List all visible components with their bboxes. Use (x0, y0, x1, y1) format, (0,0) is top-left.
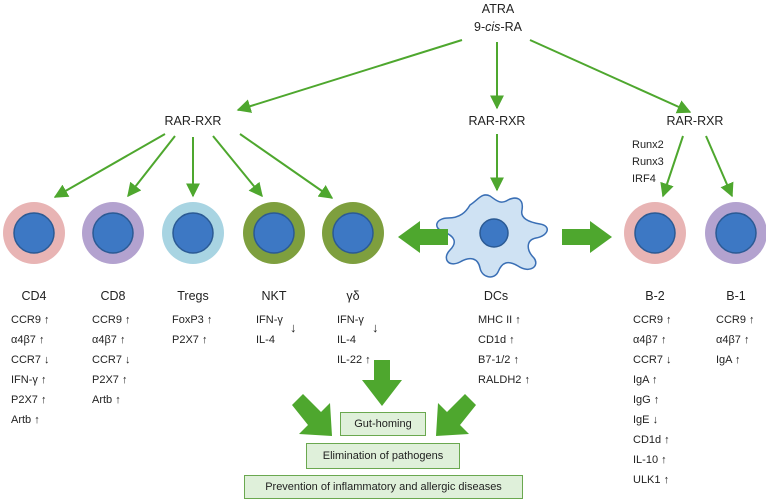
marker-item: Artb ↑ (92, 394, 121, 406)
marker-item: CCR7 ↓ (92, 354, 131, 366)
marker-item: IgA ↑ (633, 374, 658, 386)
markers-cd8: CCR9 ↑ α4β7 ↑ CCR7 ↓ P2X7 ↑ Artb ↑ (92, 310, 131, 410)
marker-item: IL-4 (256, 334, 275, 346)
block-arrow-left-diagonal (292, 394, 332, 436)
cell-gd (322, 202, 384, 264)
markers-cd4: CCR9 ↑ α4β7 ↑ CCR7 ↓ IFN-γ ↑ P2X7 ↑ Artb… (11, 310, 50, 430)
marker-item: IgE ↓ (633, 414, 659, 426)
marker-item: IL-22 ↑ (337, 354, 371, 366)
marker-item: CD1d ↑ (633, 434, 670, 446)
markers-b1: CCR9 ↑ α4β7 ↑ IgA ↑ (716, 310, 755, 370)
9-cis-ra-italic: cis (485, 20, 501, 34)
markers-dc: MHC II ↑ CD1d ↑ B7-1/2 ↑ RALDH2 ↑ (478, 310, 530, 390)
marker-item: CCR7 ↓ (11, 354, 50, 366)
marker-item: CCR9 ↑ (11, 314, 50, 326)
arrow-receptor-to-nkt (212, 135, 263, 198)
cell-cd8 (82, 202, 144, 264)
cell-name-cd4: CD4 (21, 289, 47, 303)
tf-item: Runx2 (632, 139, 664, 151)
cell-name-cd8: CD8 (100, 289, 126, 303)
marker-item: CCR9 ↑ (92, 314, 131, 326)
marker-item: IL-10 ↑ (633, 454, 667, 466)
marker-item: RALDH2 ↑ (478, 374, 530, 386)
9-cis-ra-label: 9-cis-RA (458, 20, 538, 34)
gd-group-arrow: ↓ (372, 320, 379, 335)
arrow-receptor-to-gd (239, 133, 334, 199)
markers-nkt: IFN-γ IL-4 (256, 310, 283, 350)
cell-name-dc: DCs (483, 289, 509, 303)
cell-cd4 (3, 202, 65, 264)
cell-dc (436, 194, 548, 278)
markers-b2: CCR9 ↑ α4β7 ↑ CCR7 ↓ IgA ↑ IgG ↑ IgE ↓ C… (633, 310, 672, 490)
arrow-receptor-to-cd4 (53, 133, 166, 198)
arrow-receptor-to-b2 (660, 135, 684, 198)
transcription-factor-list: Runx2 Runx3 IRF4 (632, 137, 664, 188)
marker-item: IFN-γ ↑ (11, 374, 47, 386)
marker-item: CD1d ↑ (478, 334, 515, 346)
arrow-receptor-to-b1 (705, 135, 734, 198)
block-arrow-dc-to-b2 (562, 221, 612, 253)
cell-name-b1: B-1 (726, 289, 746, 303)
cell-nkt (243, 202, 305, 264)
receptor-middle: RAR-RXR (468, 114, 526, 128)
cell-b1 (705, 202, 766, 264)
marker-item: CCR7 ↓ (633, 354, 672, 366)
receptor-right: RAR-RXR (666, 114, 724, 128)
marker-item: B7-1/2 ↑ (478, 354, 519, 366)
outcome-elimination-of-pathogens: Elimination of pathogens (306, 443, 460, 469)
marker-item: CCR9 ↑ (716, 314, 755, 326)
marker-item: α4β7 ↑ (11, 334, 45, 346)
atra-label: ATRA (481, 2, 515, 16)
marker-item: IgA ↑ (716, 354, 741, 366)
block-arrow-down-to-gut-homing (362, 360, 402, 406)
cell-name-b2: B-2 (645, 289, 665, 303)
9-cis-ra-prefix: 9- (474, 20, 486, 34)
marker-item: α4β7 ↑ (92, 334, 126, 346)
cell-name-tregs: Tregs (177, 289, 209, 303)
outcome-gut-homing: Gut-homing (340, 412, 426, 436)
arrow-receptor-to-cd8 (127, 135, 176, 198)
marker-item: IL-4 (337, 334, 356, 346)
cell-tregs (162, 202, 224, 264)
tf-item: Runx3 (632, 156, 664, 168)
cell-name-nkt: NKT (261, 289, 287, 303)
marker-item: MHC II ↑ (478, 314, 521, 326)
marker-item: CCR9 ↑ (633, 314, 672, 326)
cell-b2 (624, 202, 686, 264)
markers-gd: IFN-γ IL-4 IL-22 ↑ (337, 310, 371, 370)
outcome-prevention: Prevention of inflammatory and allergic … (244, 475, 523, 499)
marker-item: Artb ↑ (11, 414, 40, 426)
cell-name-gd: γδ (346, 289, 360, 303)
arrow-top-to-right-receptor (529, 39, 692, 114)
marker-item: IFN-γ (256, 314, 283, 326)
marker-item: α4β7 ↑ (633, 334, 667, 346)
receptor-left: RAR-RXR (164, 114, 222, 128)
marker-item: IgG ↑ (633, 394, 660, 406)
marker-item: IFN-γ (337, 314, 364, 326)
marker-item: P2X7 ↑ (172, 334, 208, 346)
marker-item: α4β7 ↑ (716, 334, 750, 346)
arrow-top-to-left-receptor (236, 39, 463, 113)
tf-item: IRF4 (632, 173, 656, 185)
nkt-group-arrow: ↓ (290, 320, 297, 335)
block-arrow-right-diagonal (436, 394, 476, 436)
marker-item: P2X7 ↑ (11, 394, 47, 406)
9-cis-ra-suffix: -RA (500, 20, 522, 34)
markers-tregs: FoxP3 ↑ P2X7 ↑ (172, 310, 212, 350)
marker-item: P2X7 ↑ (92, 374, 128, 386)
marker-item: FoxP3 ↑ (172, 314, 213, 326)
block-arrow-dc-to-gd (398, 221, 448, 253)
marker-item: ULK1 ↑ (633, 474, 670, 486)
